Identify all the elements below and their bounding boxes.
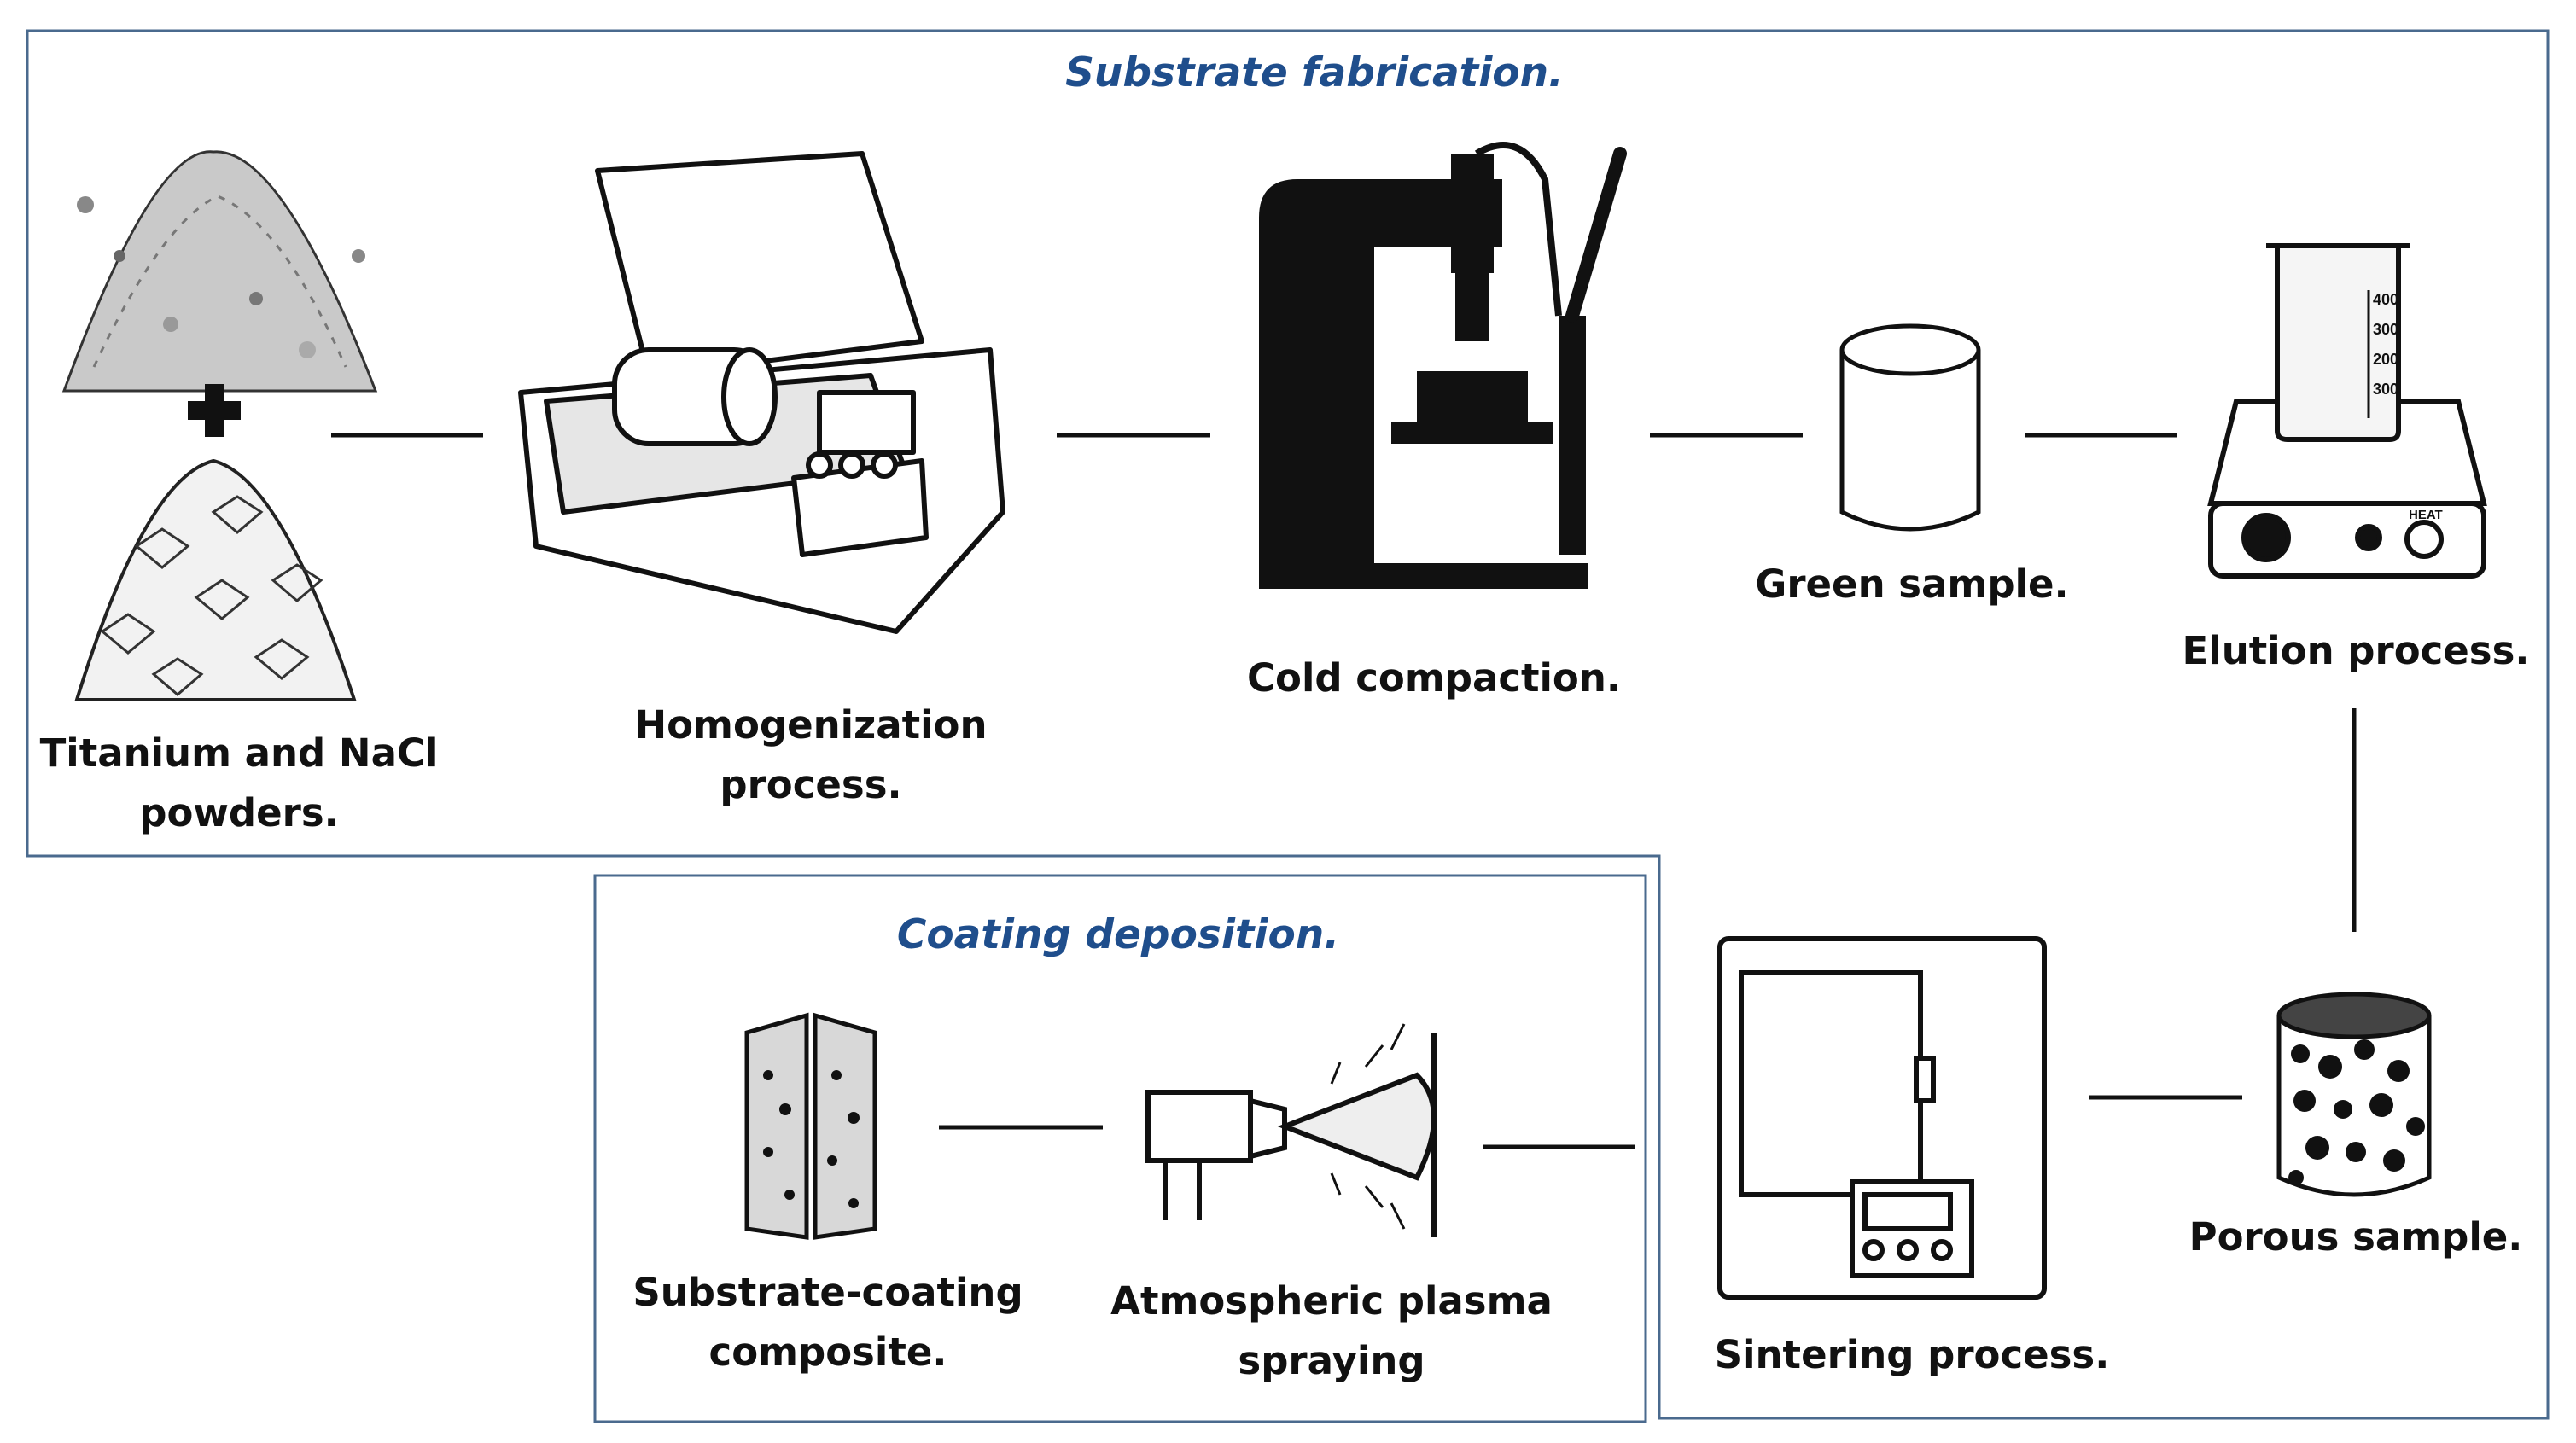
beaker-mark: 300 [2373,381,2398,398]
homogenization-label: Homogenization process. [597,695,1024,815]
plus-icon [188,384,241,437]
composite-label: Substrate-coating composite. [615,1263,1041,1382]
composite-label-line2: composite. [708,1330,947,1375]
homogenization-label-line2: process. [720,762,902,807]
furnace-icon [1717,936,2047,1300]
homogenization-label-line1: Homogenization [634,702,988,748]
heat-label: HEAT [2409,508,2443,522]
cold-press-icon [1259,142,1627,589]
beaker-mark: 300 [2373,321,2398,338]
plasma-label-line2: spraying [1238,1338,1425,1383]
powder-pile-icon [61,150,378,393]
plasma-label-line1: Atmospheric plasma [1110,1278,1553,1324]
green-sample-icon [1839,323,1981,532]
porous-sample-label: Porous sample. [2188,1214,2523,1260]
powders-label-line1: Titanium and NaCl [39,730,439,776]
connectors [331,433,2357,1149]
beaker-marks: 400 300 200 300 [2373,291,2398,398]
beaker-mark: 400 [2373,291,2398,308]
coating-frame [593,874,1647,1423]
cold-compaction-label: Cold compaction. [1247,655,1621,701]
composite-label-line1: Substrate-coating [632,1270,1023,1315]
plasma-label: Atmospheric plasma spraying [1084,1271,1579,1391]
powders-label-line2: powders. [139,790,339,835]
powders-label: Titanium and NaCl powders. [17,724,461,843]
substrate-section-title: Substrate fabrication. [1065,49,1564,96]
coating-section-title: Coating deposition. [896,911,1340,958]
elution-label: Elution process. [2182,628,2530,673]
porous-sample-icon [2276,992,2432,1197]
beaker-mark: 200 [2373,351,2398,368]
homogenizer-icon [518,151,1005,634]
green-sample-label: Green sample. [1755,561,2069,607]
composite-icon [744,1012,877,1240]
substrate-frame [26,29,2550,1420]
sintering-label: Sintering process. [1714,1332,2110,1377]
hotplate-beaker-icon [2207,243,2487,579]
salt-crystals-icon [74,458,357,701]
plasma-spray-icon [1145,1023,1437,1237]
